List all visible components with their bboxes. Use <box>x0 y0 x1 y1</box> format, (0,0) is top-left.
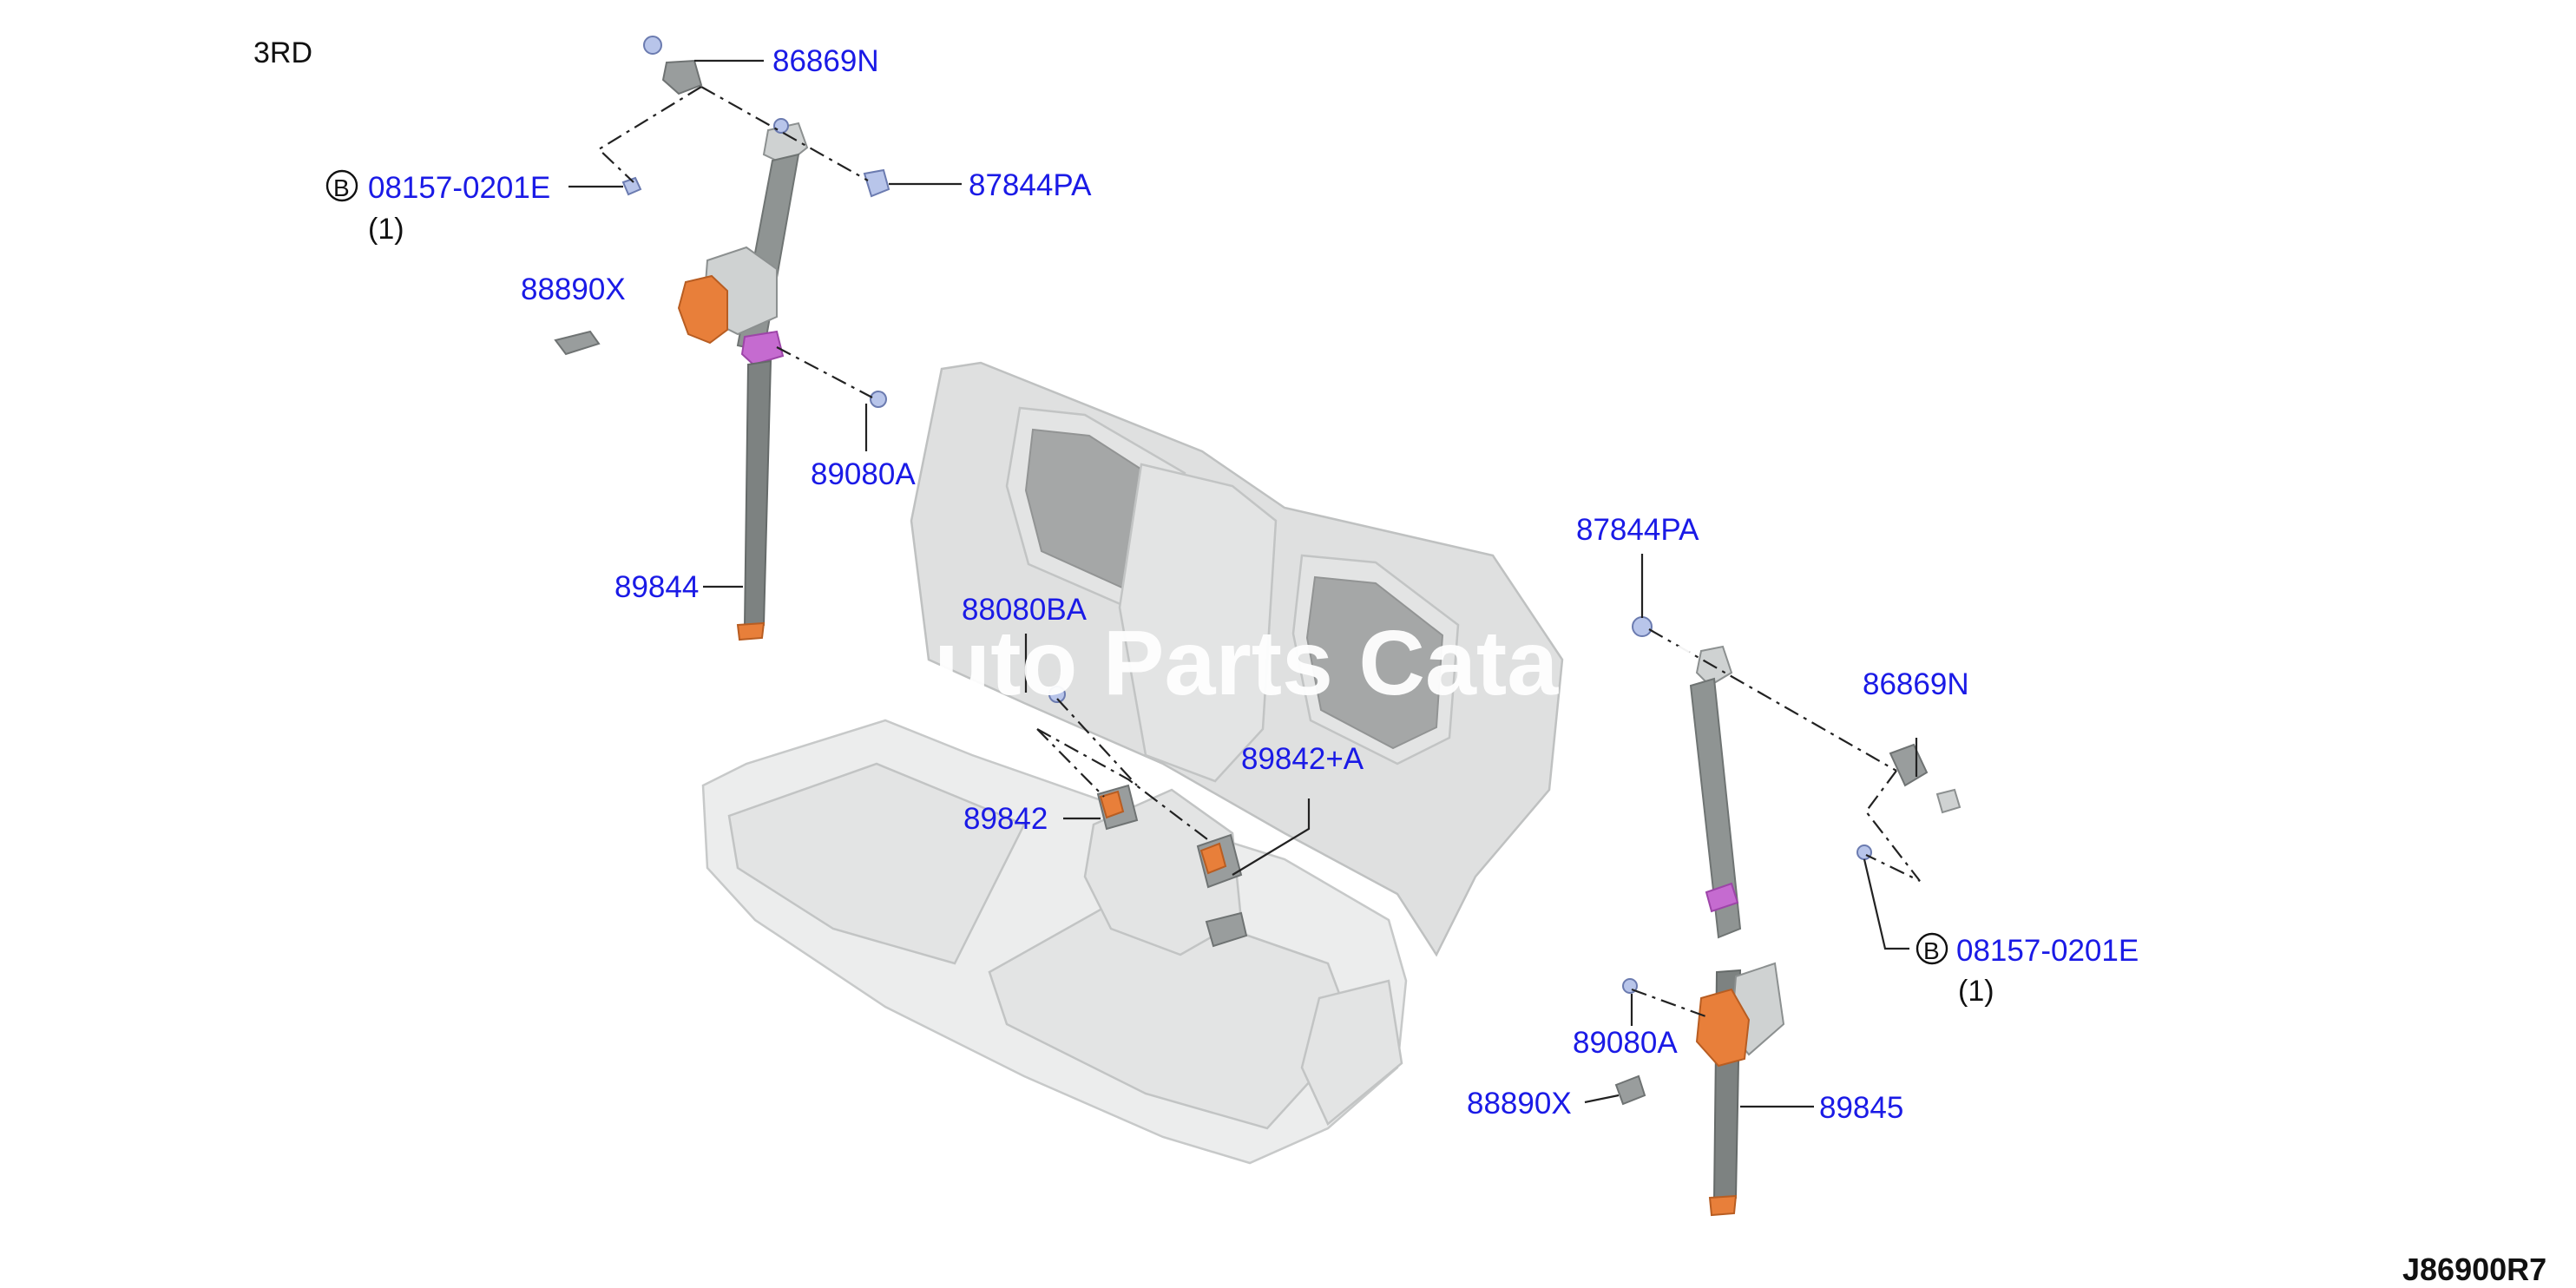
label-center-anchor[interactable]: 88080BA <box>962 593 1088 627</box>
label-right-bracket[interactable]: 88890X <box>1467 1087 1572 1120</box>
assembly-line-left-3 <box>776 346 873 398</box>
label-right-guide-bolt[interactable]: 89080A <box>1573 1026 1678 1060</box>
left-belt-webbing-lower <box>743 359 772 628</box>
assembly-line-left-2 <box>700 86 869 181</box>
left-retractor <box>677 274 728 345</box>
label-right-belt[interactable]: 89845 <box>1819 1091 1903 1125</box>
right-anchor-plate <box>1935 788 1962 814</box>
label-left-belt[interactable]: 89844 <box>614 570 699 604</box>
label-left-bolt-b[interactable]: 08157-0201E <box>368 171 550 205</box>
label-center-buckle[interactable]: 89842 <box>963 802 1048 836</box>
leader-right-bolt-b <box>1863 858 1909 950</box>
left-belt-end <box>736 621 766 641</box>
right-headrest-pad <box>1305 575 1444 750</box>
center-buckle-left-face <box>1099 790 1125 819</box>
left-bracket-part <box>554 330 601 356</box>
left-top-anchor-part <box>661 59 703 95</box>
right-belt-assembly <box>1584 554 1962 1217</box>
label-center-buckle-a[interactable]: 89842+A <box>1241 742 1364 776</box>
circled-letter-right <box>1916 932 1948 965</box>
left-anchor-bolt <box>643 36 662 55</box>
left-guide-bolt-part <box>870 391 887 408</box>
leader-center-buckle-a <box>1232 798 1311 876</box>
circled-letter-left-text: B <box>333 174 350 201</box>
circled-letter-left <box>325 169 358 202</box>
cushion-left-pad <box>727 762 1026 965</box>
left-belt-guide <box>740 330 785 366</box>
center-buckle-right-face <box>1199 842 1227 875</box>
center-anchor-bolt <box>1048 686 1066 703</box>
label-right-bolt-b[interactable]: 08157-0201E <box>1956 934 2139 968</box>
right-belt-guide <box>1705 882 1739 913</box>
left-cover-part <box>863 168 890 198</box>
diagram-code: J86900R7 <box>2402 1252 2546 1287</box>
assembly-line-center-1 <box>1036 698 1212 843</box>
assembly-line-left-1 <box>597 86 702 183</box>
cushion-front-skirt <box>1300 979 1403 1126</box>
assembly-line-right-2 <box>1864 770 1921 882</box>
center-buckle-assembly <box>1024 634 1311 948</box>
left-guide-bolt-top <box>773 118 789 134</box>
label-right-bolt-b-qty: (1) <box>1958 975 1994 1008</box>
third-row-seat <box>701 361 1564 1165</box>
right-retractor <box>1695 988 1751 1068</box>
right-belt-webbing-upper <box>1689 677 1742 939</box>
center-anchor-plate <box>1205 911 1248 948</box>
watermark: Auto Parts Catalog <box>868 612 1696 714</box>
right-top-anchor-part <box>1889 743 1929 787</box>
label-left-guide-bolt[interactable]: 89080A <box>811 457 916 491</box>
right-belt-end <box>1708 1194 1738 1217</box>
circled-letter-right-text: B <box>1923 937 1940 964</box>
label-left-bracket[interactable]: 88890X <box>521 273 626 306</box>
assembly-line-right-3 <box>1631 988 1709 1019</box>
label-left-top-anchor[interactable]: 86869N <box>772 44 879 78</box>
label-left-cover[interactable]: 87844PA <box>969 168 1092 202</box>
section-label: 3RD <box>253 36 312 69</box>
center-back-section <box>1118 463 1278 783</box>
left-belt-assembly <box>554 36 962 641</box>
label-right-top-anchor[interactable]: 86869N <box>1863 667 1969 701</box>
label-left-bolt-b-qty: (1) <box>368 213 404 246</box>
label-right-cover[interactable]: 87844PA <box>1576 513 1699 547</box>
right-bracket-part <box>1614 1074 1646 1106</box>
leader-right-bracket <box>1584 1094 1620 1104</box>
